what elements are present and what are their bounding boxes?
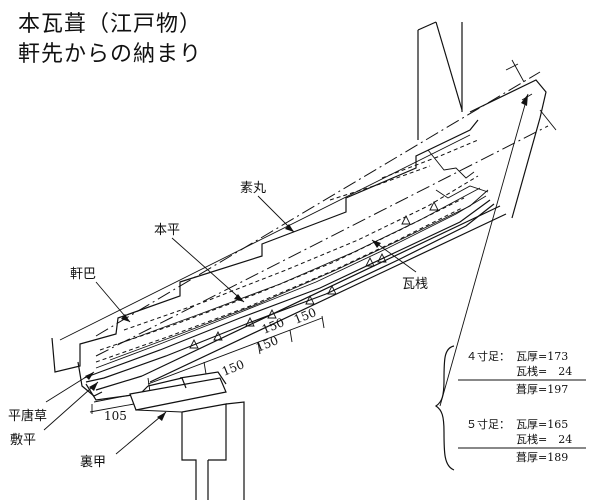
flat-tile-layers [83, 139, 495, 383]
note1-prefix: ４寸足： [466, 349, 510, 363]
label-nokitomoe: 軒巴 [70, 267, 96, 282]
note2-total: 葺厚=189 [516, 451, 568, 464]
wall-post [417, 21, 463, 140]
label-shikihira: 敷平 [10, 433, 36, 448]
dim-105: 105 [104, 409, 127, 423]
note2-prefix: ５寸足： [466, 417, 510, 431]
label-leaders [43, 195, 417, 455]
round-tile-surface [51, 119, 479, 373]
dim-150-a: 150 [220, 357, 246, 379]
dimension-line-bottom [147, 315, 325, 393]
centerlines [95, 71, 549, 357]
rafter-board [95, 79, 547, 391]
dimension-marks-top [505, 59, 557, 131]
note2-batten: 瓦桟= 24 [516, 432, 572, 446]
note1-tile-thickness: 瓦厚=173 [516, 350, 568, 363]
note1-total: 葺厚=197 [516, 383, 568, 396]
eave-structure [129, 371, 245, 500]
title-line-1: 本瓦葺（江戸物） [18, 12, 203, 37]
label-honhira: 本平 [154, 223, 180, 238]
dim-150-d: 150 [292, 305, 318, 327]
label-somaru: 素丸 [240, 181, 266, 196]
note1-batten: 瓦桟= 24 [516, 364, 572, 378]
note-leader-arrow [439, 93, 529, 407]
label-hirakarakusa: 平唐草 [8, 408, 47, 424]
notes-brace [434, 345, 455, 471]
label-kawarasan: 瓦桟 [402, 277, 428, 292]
title-line-2: 軒先からの納まり [18, 42, 203, 67]
dim-150-b: 150 [254, 333, 280, 355]
note2-tile-thickness: 瓦厚=165 [516, 418, 568, 431]
label-urako: 裏甲 [80, 455, 106, 470]
